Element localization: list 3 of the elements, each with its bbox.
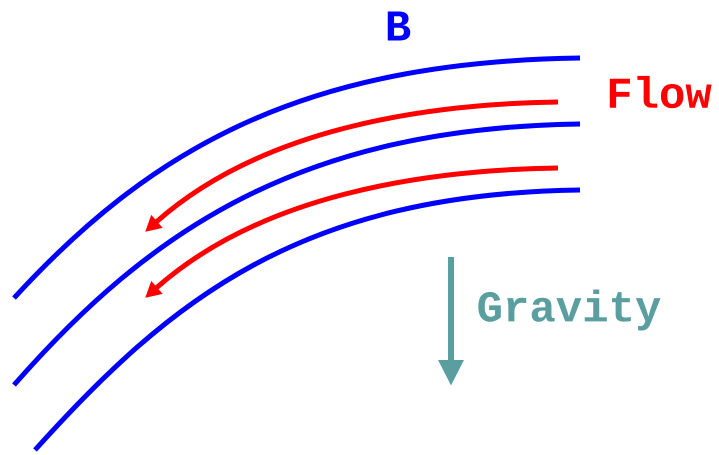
flow-label: Flow: [610, 76, 712, 108]
gravity-label: Gravity: [478, 290, 661, 330]
field-label: B: [388, 12, 410, 40]
